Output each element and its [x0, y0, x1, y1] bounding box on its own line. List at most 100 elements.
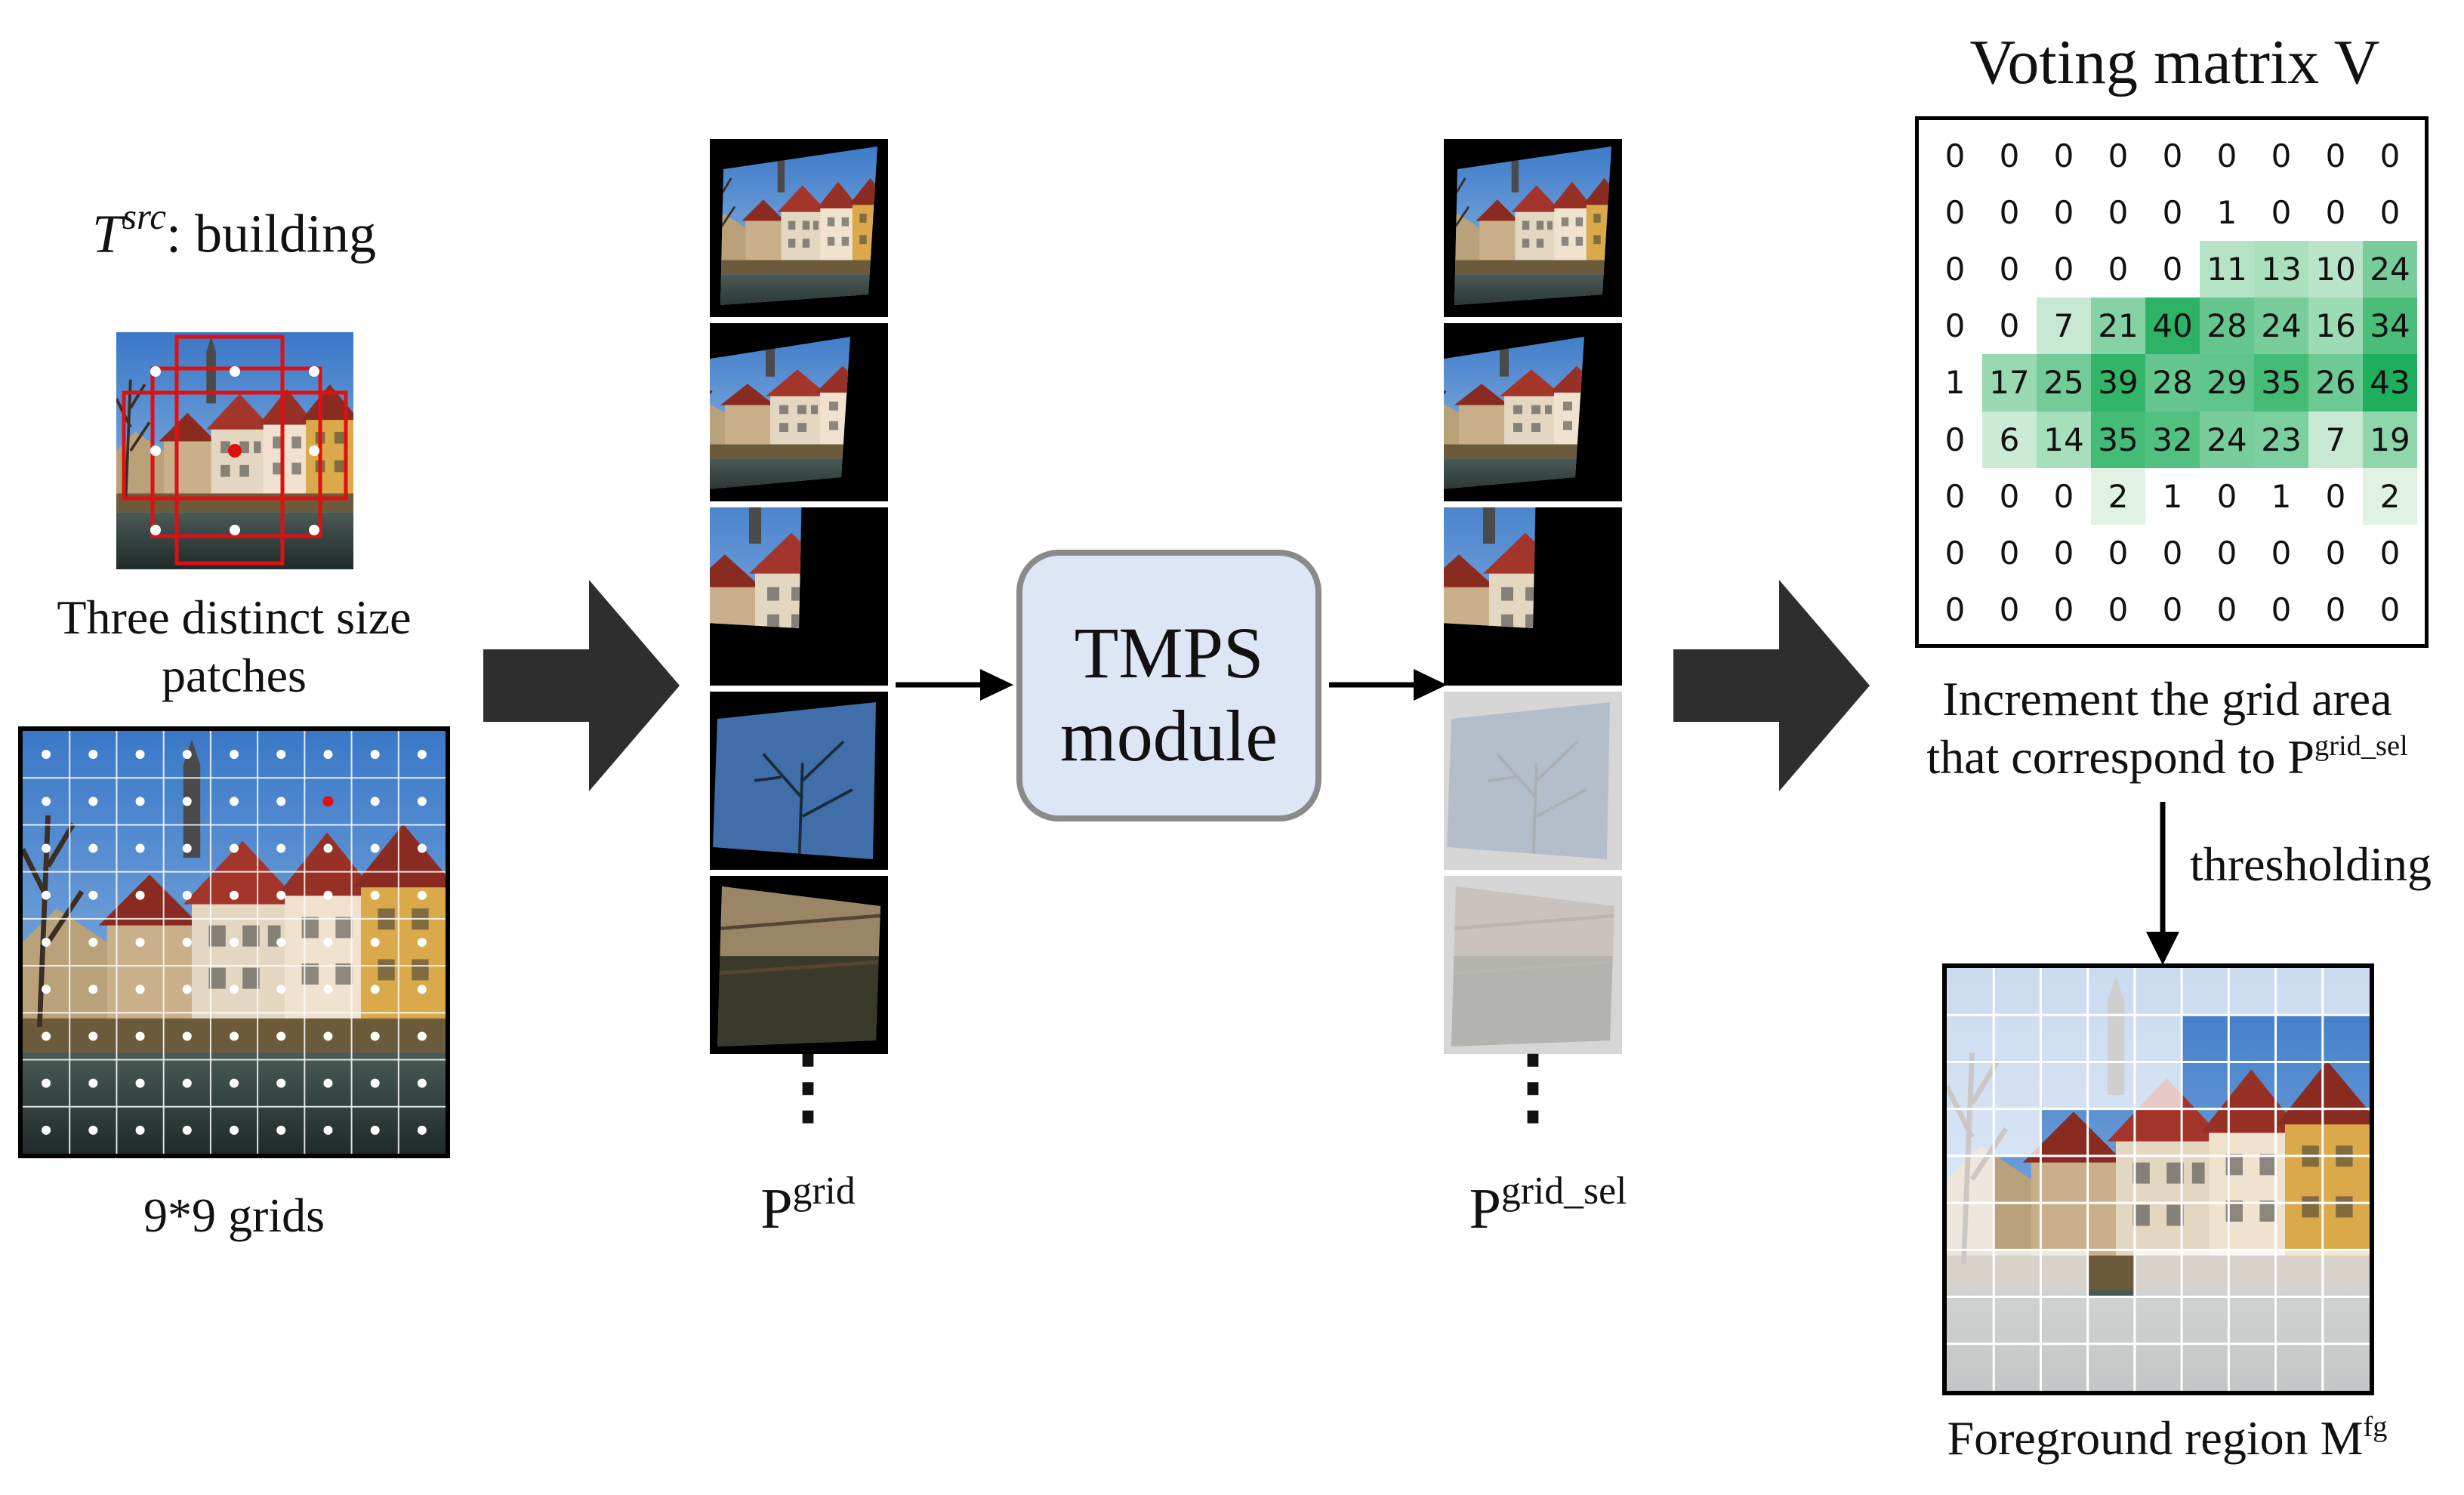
matrix-cell: 1 [1944, 364, 1966, 402]
matrix-cell: 24 [2363, 241, 2417, 298]
matrix-cell: 14 [2037, 411, 2091, 468]
grid-dot [88, 938, 98, 947]
grid-dot [309, 445, 319, 456]
matrix-cell: 0 [2271, 590, 2292, 628]
grid-dot [276, 985, 286, 994]
grid-dot [323, 843, 333, 853]
foreground-caption-sup: fg [2363, 1411, 2388, 1444]
matrix-cell: 0 [1944, 477, 1966, 515]
grid-dot [370, 1031, 380, 1041]
grid-dot [135, 1078, 145, 1088]
grid-dot [182, 1078, 192, 1088]
matrix-cell: 0 [1944, 137, 1966, 174]
rejected-patch [1444, 692, 1622, 870]
grid-dot [276, 1078, 286, 1088]
matrix-cell: 0 [1999, 137, 2020, 174]
grid-dot [417, 1031, 427, 1041]
grid-dot [135, 890, 145, 900]
grid-dot [230, 938, 239, 947]
grid-dot [230, 890, 239, 900]
matrix-cell: 32 [2145, 411, 2200, 468]
matrix-cell: 35 [2091, 411, 2145, 468]
matrix-cell: 11 [2200, 241, 2254, 298]
matrix-cell: 0 [2162, 137, 2183, 174]
grid-dot [417, 797, 427, 806]
matrix-cell: 7 [2308, 411, 2363, 468]
grid-image [18, 726, 450, 1158]
grid-dot [417, 890, 427, 900]
foreground-mask [1947, 968, 2370, 1391]
center-dot [228, 444, 242, 458]
matrix-cell: 0 [1944, 307, 1966, 345]
matrix-cell: 28 [2200, 297, 2254, 355]
matrix-cell: 0 [2108, 194, 2129, 232]
grid-patch [710, 876, 888, 1054]
grid-dot [42, 1078, 51, 1088]
grid-dot [417, 750, 427, 760]
grid-dot [88, 890, 98, 900]
matrix-cell: 0 [1944, 194, 1966, 232]
matrix-cell: 0 [2053, 534, 2074, 572]
patches-label-main: P [760, 1177, 793, 1241]
matrix-cell: 0 [1944, 534, 1966, 572]
grid-overlay [23, 731, 446, 1154]
matrix-cell: 0 [2216, 137, 2237, 174]
grid-dot [323, 1031, 333, 1041]
voting-title: Voting matrix V [1969, 27, 2380, 97]
grid-dot [182, 797, 192, 806]
tmps-label-line1: TMPS [1074, 612, 1264, 693]
matrix-cell: 0 [1944, 251, 1966, 288]
matrix-cell: 10 [2308, 241, 2363, 298]
grid-dot [42, 890, 51, 900]
grid-dot [276, 938, 286, 947]
grid-dot [417, 1078, 427, 1088]
selected-label-main: P [1469, 1177, 1501, 1241]
foreground-caption-main: Foreground region M [1947, 1411, 2364, 1465]
grid-dot [135, 1031, 145, 1041]
big-arrow-icon [483, 580, 680, 791]
grid-dot [42, 797, 51, 806]
matrix-cell: 0 [2108, 137, 2129, 174]
grid-dot [42, 750, 51, 760]
matrix-cell: 0 [2162, 251, 2183, 288]
matrix-cell: 24 [2200, 411, 2254, 468]
grid-patch [710, 507, 888, 686]
grid-dot [182, 938, 192, 947]
grid-dot [88, 750, 98, 760]
grid-patch [710, 323, 888, 501]
matrix-cell: 0 [1999, 251, 2020, 288]
matrix-cell: 1 [2216, 194, 2237, 232]
grid-dot [135, 1125, 145, 1135]
selected-label-sup: grid_sel [1500, 1170, 1627, 1213]
patch-overlay [122, 334, 348, 566]
matrix-cell: 0 [2379, 590, 2401, 628]
matrix-cell: 0 [1999, 307, 2020, 345]
matrix-cell: 0 [2162, 194, 2183, 232]
matrix-cell: 6 [1982, 411, 2037, 468]
grid-dot [42, 985, 51, 994]
grid-dot [230, 366, 240, 377]
grid-caption: 9*9 grids [143, 1188, 325, 1242]
grid-dot [42, 1125, 51, 1135]
matrix-cell: 23 [2254, 411, 2308, 468]
source-title-rest: : building [166, 203, 377, 264]
source-title: Tsrc: building [45, 195, 423, 265]
matrix-cell: 25 [2037, 354, 2091, 412]
grid-dot [150, 366, 161, 377]
tmps-label-line2: module [1060, 695, 1278, 777]
grid-dot [230, 1125, 239, 1135]
matrix-cell: 0 [1999, 590, 2020, 628]
matrix-cell: 26 [2308, 354, 2363, 412]
grid-dot [230, 525, 240, 535]
matrix-cell: 19 [2363, 411, 2417, 468]
grid-dot [230, 750, 239, 760]
matrix-cell: 34 [2363, 297, 2417, 355]
matrix-cell: 28 [2145, 354, 2200, 412]
grid-dot [88, 1125, 98, 1135]
grid-dot [135, 750, 145, 760]
matrix-cell: 0 [2053, 590, 2074, 628]
grid-dot [323, 1125, 333, 1135]
grid-dot [88, 843, 98, 853]
grid-dot [182, 843, 192, 853]
